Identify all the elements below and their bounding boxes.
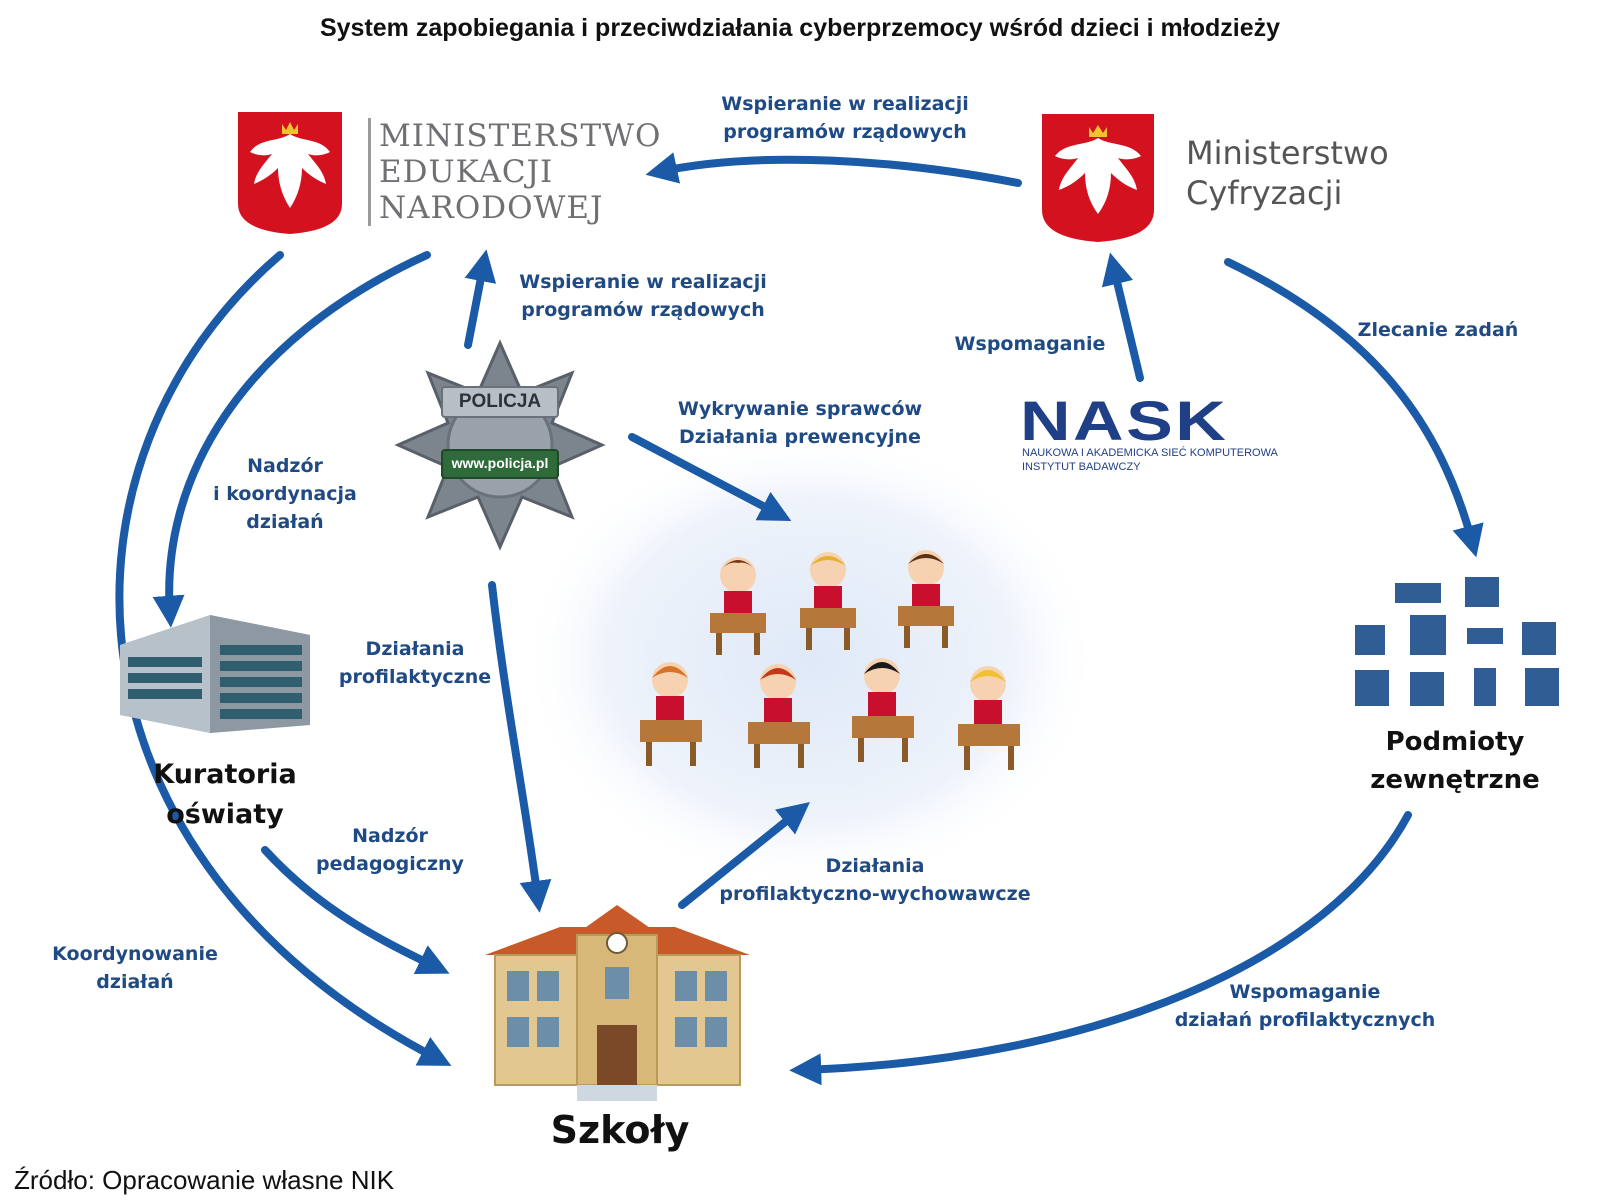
label-szkoly-to-students-line-2: profilaktyczno-wychowawcze bbox=[719, 883, 1031, 905]
kuratoria-title-line-2: oświaty bbox=[166, 799, 284, 830]
label-policja-to-men-line-2: programów rządowych bbox=[521, 299, 765, 321]
arrow-mc-to-podmioty bbox=[1224, 258, 1484, 558]
arrow-nask-to-mc bbox=[1101, 252, 1144, 382]
police-badge-bottom-text: www.policja.pl bbox=[451, 455, 549, 471]
label-men-to-kuratoria: Nadzór i koordynacja działań bbox=[195, 452, 375, 536]
podmioty-title-line-2: zewnętrzne bbox=[1370, 765, 1540, 795]
mc-name-line-1: Ministerstwo bbox=[1186, 134, 1389, 172]
men-name: MINISTERSTWO EDUKACJI NARODOWEJ bbox=[368, 118, 661, 226]
arrow-kuratoria-to-szkoly bbox=[261, 846, 450, 975]
label-mc-to-men: Wspieranie w realizacji programów rządow… bbox=[690, 90, 1000, 146]
label-men-to-szkoly-line-1: Koordynowanie bbox=[52, 943, 218, 965]
nask-subtitle-line-1: NAUKOWA I AKADEMICKA SIEĆ KOMPUTEROWA bbox=[1022, 447, 1278, 459]
label-podmioty-to-szkoly-line-1: Wspomaganie bbox=[1229, 981, 1381, 1003]
label-mc-to-men-line-2: programów rządowych bbox=[723, 121, 967, 143]
arrow-podmioty-to-szkoly bbox=[789, 811, 1412, 1086]
school-building-icon bbox=[485, 905, 750, 1101]
classroom-glow bbox=[520, 430, 1100, 890]
label-policja-to-students-line-2: Działania prewencyjne bbox=[679, 426, 921, 448]
city-buildings-icon bbox=[1355, 577, 1559, 706]
label-mc-to-podmioty: Zlecanie zadań bbox=[1348, 316, 1528, 344]
diagram-title: System zapobiegania i przeciwdziałania c… bbox=[319, 14, 1281, 42]
polish-eagle-emblem-mc bbox=[1042, 114, 1154, 242]
police-badge-top-text: POLICJA bbox=[458, 391, 542, 412]
label-policja-to-szkoly-line-1: Działania bbox=[365, 638, 465, 660]
arrow-policja-to-students bbox=[628, 433, 792, 521]
label-szkoly-to-students-line-1: Działania bbox=[825, 855, 925, 877]
label-kuratoria-to-szkoly-line-2: pedagogiczny bbox=[316, 853, 464, 875]
podmioty-title-line-1: Podmioty bbox=[1385, 727, 1525, 757]
label-policja-to-szkoly: Działania profilaktyczne bbox=[325, 635, 505, 691]
kuratoria-title: Kuratoria oświaty bbox=[110, 755, 340, 835]
label-nask-to-mc: Wspomaganie bbox=[945, 330, 1115, 358]
arrow-policja-to-szkoly bbox=[488, 581, 552, 913]
label-men-to-kuratoria-line-2: i koordynacja bbox=[213, 483, 357, 505]
label-nask-to-mc-line-1: Wspomaganie bbox=[954, 333, 1106, 355]
arrow-mc-to-men bbox=[645, 152, 1022, 187]
label-men-to-kuratoria-line-1: Nadzór bbox=[247, 455, 323, 477]
arrow-szkoly-to-students bbox=[678, 801, 810, 909]
label-policja-to-men: Wspieranie w realizacji programów rządow… bbox=[488, 268, 798, 324]
label-policja-to-students: Wykrywanie sprawców Działania prewencyjn… bbox=[655, 395, 945, 451]
men-name-line-1: MINISTERSTWO bbox=[379, 118, 662, 154]
arrow-policja-to-men bbox=[464, 249, 497, 349]
nask-subtitle-line-2: INSTYTUT BADAWCZY bbox=[1022, 461, 1141, 473]
nask-logo: NASK bbox=[1020, 389, 1229, 452]
label-policja-to-men-line-1: Wspieranie w realizacji bbox=[519, 271, 767, 293]
police-badge-icon bbox=[394, 339, 606, 551]
label-men-to-szkoly: Koordynowanie działań bbox=[40, 940, 230, 996]
label-men-to-kuratoria-line-3: działań bbox=[246, 511, 324, 533]
office-building-icon bbox=[120, 615, 310, 733]
classroom-children-icon bbox=[640, 550, 1020, 770]
label-szkoly-to-students: Działania profilaktyczno-wychowawcze bbox=[705, 852, 1045, 908]
podmioty-title: Podmioty zewnętrzne bbox=[1320, 723, 1590, 799]
mc-name: Ministerstwo Cyfryzacji bbox=[1186, 133, 1389, 213]
label-kuratoria-to-szkoly-line-1: Nadzór bbox=[352, 825, 428, 847]
polish-eagle-emblem-men bbox=[238, 112, 342, 234]
nask-subtitle: NAUKOWA I AKADEMICKA SIEĆ KOMPUTEROWA IN… bbox=[1022, 446, 1278, 474]
arrow-men-to-kuratoria bbox=[152, 251, 431, 628]
szkoly-title: Szkoły bbox=[550, 1108, 690, 1152]
label-mc-to-podmioty-line-1: Zlecanie zadań bbox=[1357, 319, 1519, 341]
source-note: Źródło: Opracowanie własne NIK bbox=[14, 1165, 395, 1195]
men-name-line-3: NARODOWEJ bbox=[379, 190, 604, 226]
label-kuratoria-to-szkoly: Nadzór pedagogiczny bbox=[300, 822, 480, 878]
kuratoria-title-line-1: Kuratoria bbox=[153, 759, 297, 790]
label-policja-to-students-line-1: Wykrywanie sprawców bbox=[677, 398, 923, 420]
men-name-line-2: EDUKACJI bbox=[379, 154, 554, 190]
label-men-to-szkoly-line-2: działań bbox=[96, 971, 174, 993]
label-policja-to-szkoly-line-2: profilaktyczne bbox=[338, 666, 492, 688]
label-mc-to-men-line-1: Wspieranie w realizacji bbox=[721, 93, 969, 115]
label-podmioty-to-szkoly-line-2: działań profilaktycznych bbox=[1174, 1009, 1436, 1031]
label-podmioty-to-szkoly: Wspomaganie działań profilaktycznych bbox=[1160, 978, 1450, 1034]
mc-name-line-2: Cyfryzacji bbox=[1186, 174, 1343, 212]
